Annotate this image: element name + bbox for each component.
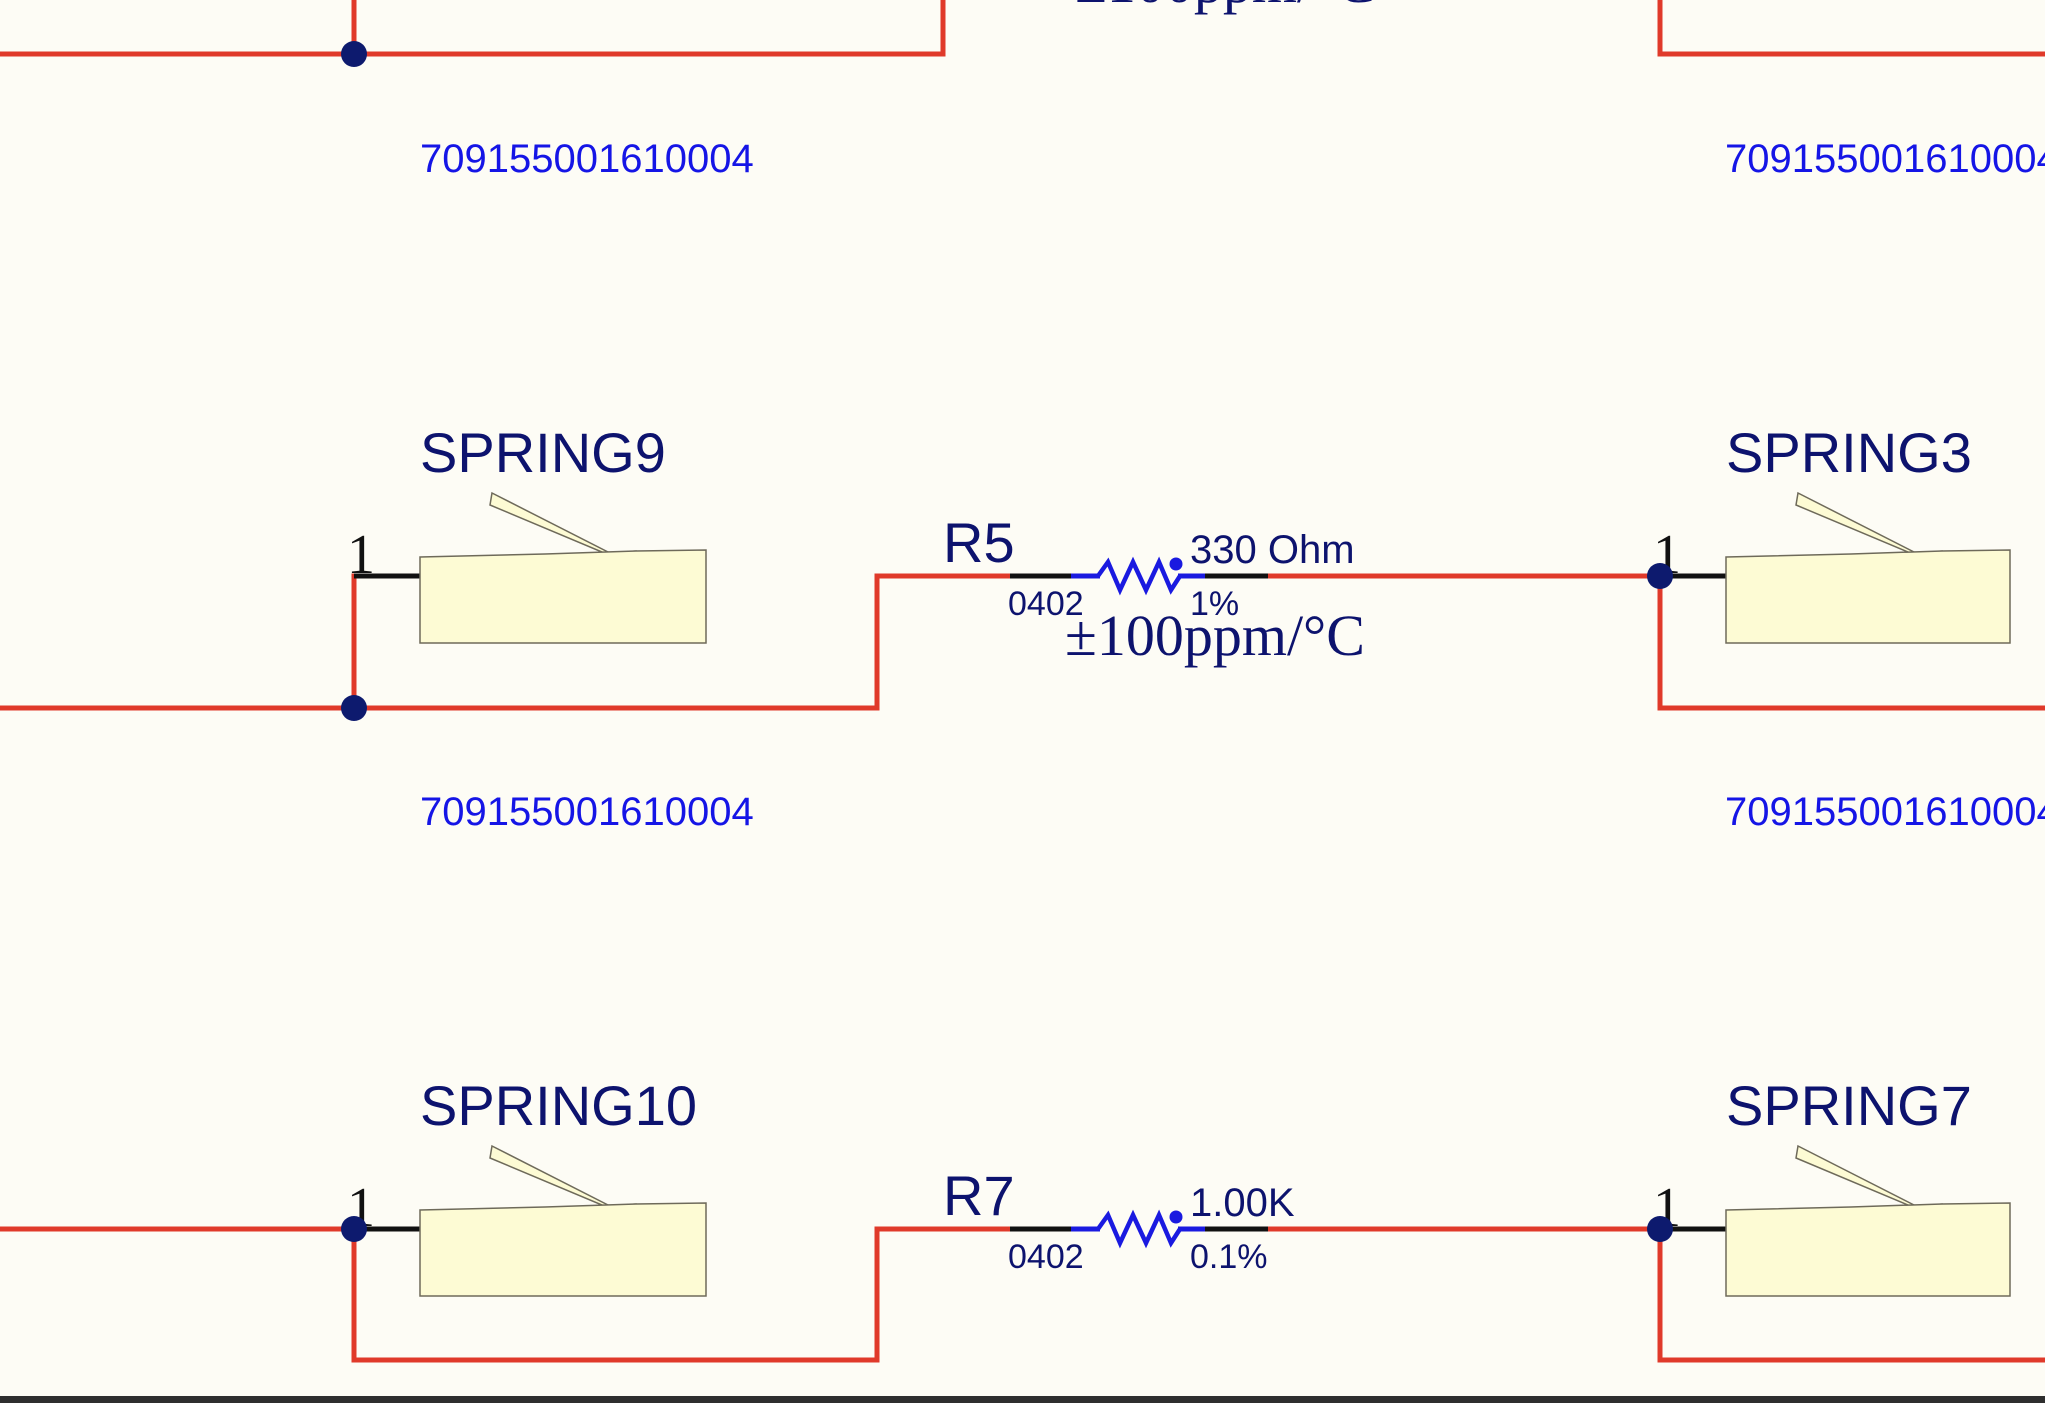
resistor-r5[interactable]: R5 330 Ohm 0402 1% ±100ppm/°C: [943, 511, 1365, 668]
spring-part-number: 709155001610004: [420, 137, 754, 181]
spring3-drop-wire: [1657, 573, 2045, 711]
spring3-body: [1725, 549, 2011, 644]
r7-package: 0402: [1008, 1238, 1084, 1276]
spring-part-number: 709155001610004: [1725, 790, 2045, 834]
spring-part-number: 709155001610004: [420, 790, 754, 834]
spring10-symbol[interactable]: 1 SPRING10: [347, 1074, 707, 1297]
junction-dot: [341, 41, 367, 67]
junction-dot: [1647, 1216, 1673, 1242]
row-r7: 1 SPRING10 R7 1.00K 0402 0.1% 1 SPRING7: [0, 1074, 2045, 1363]
r5-package: 0402: [1008, 585, 1084, 623]
spring10-designator: SPRING10: [420, 1074, 697, 1137]
r5-tolerance: 1%: [1190, 585, 1239, 623]
junction-dot: [341, 1216, 367, 1242]
junction-dot: [341, 695, 367, 721]
spring7-designator: SPRING7: [1726, 1074, 1972, 1137]
spring9-designator: SPRING9: [420, 421, 666, 484]
viewport-bottom-edge: [0, 1396, 2045, 1403]
r5-zigzag: [1096, 556, 1182, 596]
r5-designator: R5: [943, 511, 1015, 574]
resistor-r7[interactable]: R7 1.00K 0402 0.1%: [943, 1164, 1295, 1276]
r5-pin1-marker: [1169, 557, 1183, 571]
r7-pin1-marker: [1169, 1210, 1183, 1224]
spring7-symbol[interactable]: 1 SPRING7: [1653, 1074, 2011, 1297]
r7-zigzag: [1096, 1209, 1182, 1249]
top-partial-row: ±100ppm/°C 709155001610004 7091550016100…: [0, 0, 2045, 181]
spring3-symbol[interactable]: 1 SPRING3: [1653, 421, 2011, 644]
row-r5: 1 SPRING9 709155001610004 R5 330 Ohm 040…: [0, 421, 2045, 834]
spring-part-number: 709155001610004: [1725, 137, 2045, 181]
top-tempco-text: ±100ppm/°C: [1075, 0, 1375, 15]
r5-left-wire: [0, 573, 1013, 711]
top-right-wire: [1657, 0, 2045, 57]
spring9-body: [419, 549, 707, 644]
r7-value: 1.00K: [1190, 1181, 1295, 1225]
spring7-body: [1725, 1202, 2011, 1297]
r7-designator: R7: [943, 1164, 1015, 1227]
spring9-symbol[interactable]: 1 SPRING9: [347, 421, 707, 644]
top-left-wire: [0, 0, 946, 57]
spring10-body: [419, 1202, 707, 1297]
r5-value: 330 Ohm: [1190, 528, 1355, 572]
spring9-pin-number: 1: [347, 524, 375, 586]
r7-left-wire: [351, 1226, 1013, 1363]
r5-tempco: ±100ppm/°C: [1065, 603, 1365, 668]
r7-tolerance: 0.1%: [1190, 1238, 1268, 1276]
spring7-drop-wire: [1657, 1226, 2045, 1363]
junction-dot: [1647, 563, 1673, 589]
spring3-designator: SPRING3: [1726, 421, 1972, 484]
